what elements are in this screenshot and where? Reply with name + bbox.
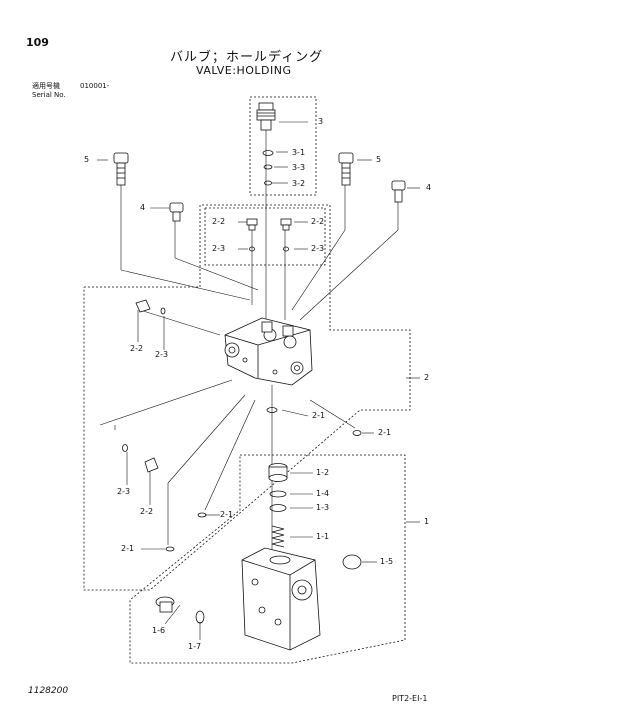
o-ring-2-1-b (352, 430, 362, 436)
o-ring-2-1-c (197, 512, 207, 518)
serial-label-en: Serial No. (32, 91, 66, 99)
callout-1-3: 1-3 (316, 503, 330, 512)
callout-4-left: 4 (140, 203, 146, 212)
callout-2: 2 (424, 373, 430, 382)
seal-2-3-side-top (160, 307, 166, 315)
o-ring-1-3 (269, 504, 287, 512)
title-english: VALVE:HOLDING (196, 64, 292, 77)
plug-2-2-side-bottom (144, 457, 159, 473)
callout-2-3-a: 2-3 (212, 244, 226, 253)
callout-2-1-b: 2-1 (378, 428, 392, 437)
group-2-sub-box (204, 207, 326, 266)
group-2-box (83, 204, 411, 591)
callout-1-1: 1-1 (316, 532, 330, 541)
callout-1-4: 1-4 (316, 489, 330, 498)
callout-2-2-c: 2-2 (130, 344, 144, 353)
callout-3: 3 (318, 117, 324, 126)
callout-1-5: 1-5 (380, 557, 394, 566)
seal-2-3-right (283, 246, 289, 252)
plug-1-6 (155, 596, 175, 613)
callout-5-right: 5 (376, 155, 382, 164)
cap-screw-5-right (338, 152, 354, 186)
callout-5-left: 5 (84, 155, 90, 164)
serial-label: 適用号機 Serial No. (32, 82, 66, 100)
group-1-box (129, 454, 406, 664)
leader-lines (97, 121, 420, 640)
plug-2-2-right (280, 218, 292, 231)
ring-3-3 (263, 164, 273, 170)
group-3-box (249, 96, 317, 196)
callout-2-2-a: 2-2 (212, 217, 226, 226)
group-boxes (83, 96, 411, 664)
callout-2-1-a: 2-1 (312, 411, 326, 420)
o-ring-1-7 (195, 610, 205, 624)
callout-2-1-d: 2-1 (121, 544, 135, 553)
housing-1 (241, 547, 321, 651)
callout-1-2: 1-2 (316, 468, 330, 477)
callout-3-1: 3-1 (292, 148, 306, 157)
callout-3-3: 3-3 (292, 163, 306, 172)
cap-screw-4-right (391, 180, 406, 203)
callout-2-1-c: 2-1 (220, 510, 234, 519)
o-ring-2-1-a (266, 407, 278, 413)
ring-1-4 (269, 490, 287, 498)
sheet-code: PIT2-EI-1 (392, 694, 428, 703)
cap-screw-4-left (169, 202, 184, 222)
title-japanese: バルブ；ホールディング (170, 50, 324, 65)
cartridge-3 (256, 102, 276, 131)
serial-label-jp: 適用号機 (32, 82, 60, 90)
o-ring-3-1 (262, 150, 274, 156)
poppet-1-2 (268, 463, 288, 482)
callout-4-right: 4 (426, 183, 432, 192)
plug-2-2-side-top (135, 299, 151, 313)
callout-1: 1 (424, 517, 430, 526)
callout-1-6: 1-6 (152, 626, 166, 635)
seal-2-3-side-bottom (122, 444, 128, 452)
page-number: 109 (26, 36, 49, 49)
callout-2-3-d: 2-3 (117, 487, 131, 496)
callout-2-3-b: 2-3 (311, 244, 325, 253)
callout-2-2-b: 2-2 (311, 217, 325, 226)
seal-2-3-left (249, 246, 255, 252)
spring-1-1 (271, 525, 285, 548)
ring-3-2 (264, 180, 272, 186)
serial-value: 010001- (80, 82, 110, 90)
callout-1-7: 1-7 (188, 642, 202, 651)
callout-3-2: 3-2 (292, 179, 306, 188)
callout-2-3-c: 2-3 (155, 350, 169, 359)
o-ring-2-1-d (165, 546, 175, 552)
o-ring-1-5 (342, 554, 362, 570)
callout-2-2-d: 2-2 (140, 507, 154, 516)
drawing-number: 1128200 (28, 686, 69, 696)
valve-body-2 (224, 317, 313, 386)
plug-2-2-left (246, 218, 258, 231)
cap-screw-5-left (113, 152, 129, 186)
